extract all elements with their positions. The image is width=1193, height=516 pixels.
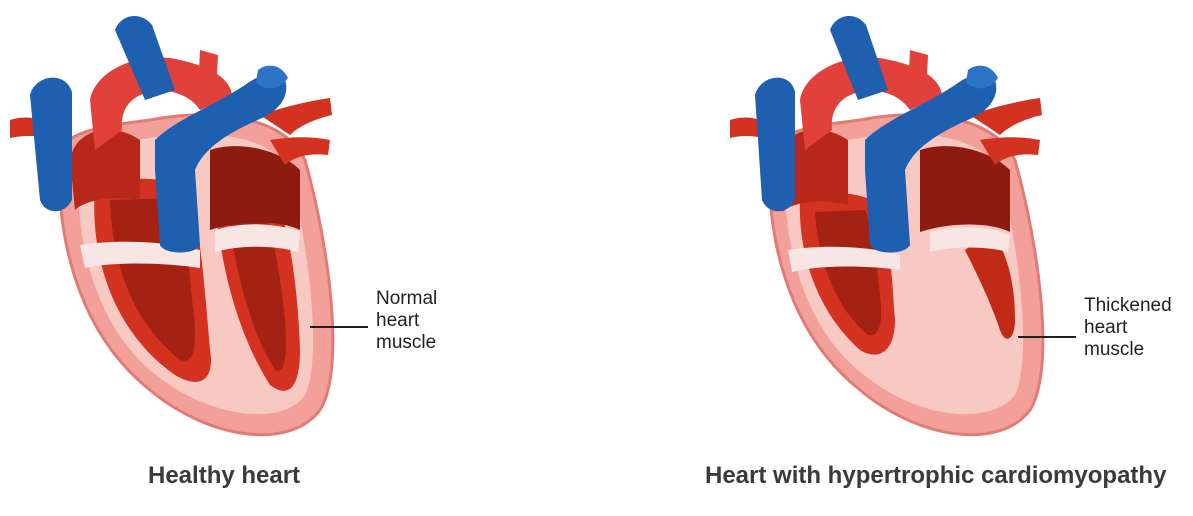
thickened-muscle-pointer-line [1018, 336, 1076, 338]
healthy-heart-illustration [0, 0, 560, 450]
hcm-heart-illustration [700, 0, 1193, 450]
normal-heart-muscle-label: Normal heart muscle [376, 288, 437, 354]
label-line-2: heart [1084, 317, 1172, 339]
hcm-heart-caption: Heart with hypertrophic cardiomyopathy [705, 462, 1166, 490]
thickened-heart-muscle-label: Thickened heart muscle [1084, 295, 1172, 361]
label-line-1: Thickened [1084, 295, 1172, 317]
healthy-heart-panel: Normal heart muscle Healthy heart [0, 0, 560, 516]
healthy-heart-caption: Healthy heart [148, 462, 300, 490]
label-line-2: heart [376, 310, 437, 332]
label-line-3: muscle [376, 332, 437, 354]
hcm-heart-panel: Thickened heart muscle Heart with hypert… [700, 0, 1193, 516]
label-line-3: muscle [1084, 339, 1172, 361]
label-line-1: Normal [376, 288, 437, 310]
normal-muscle-pointer-line [310, 326, 368, 328]
